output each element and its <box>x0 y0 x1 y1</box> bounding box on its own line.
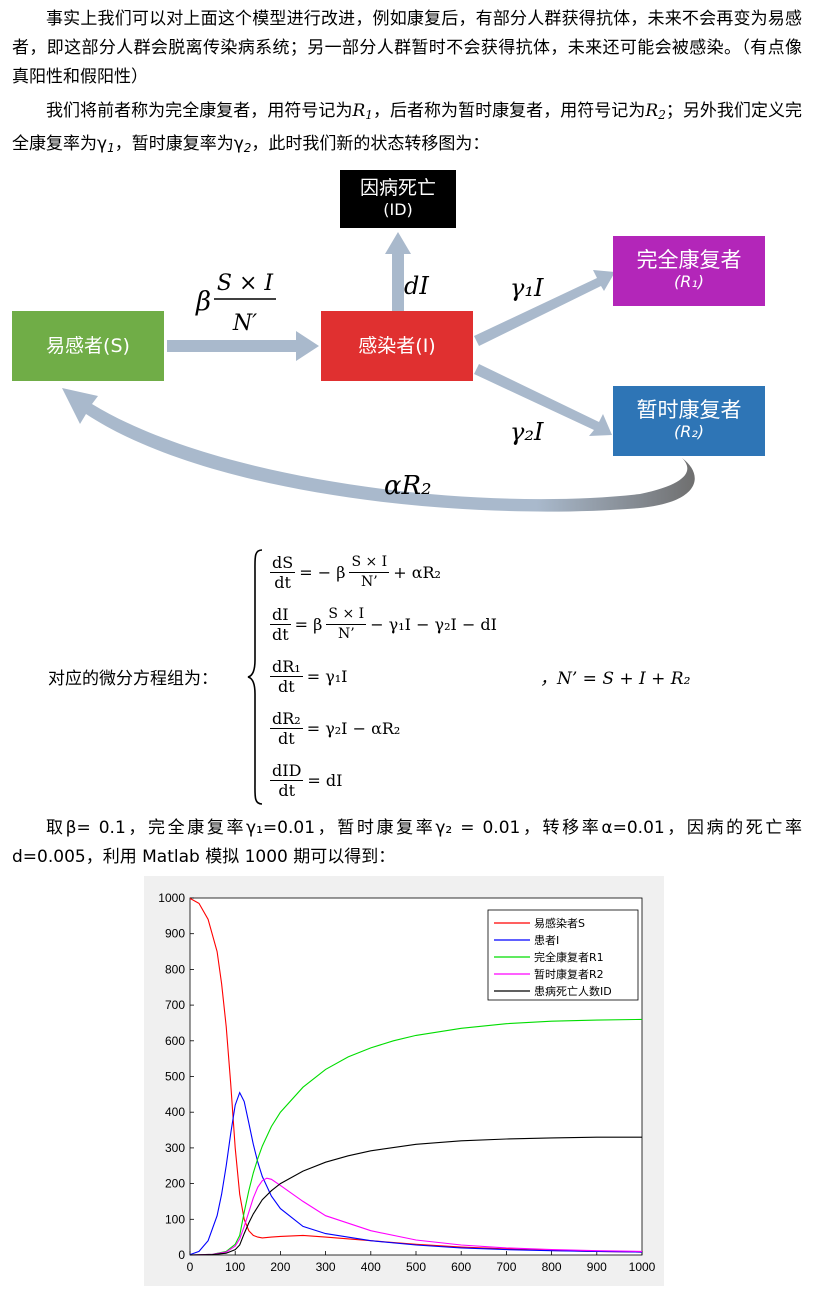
box-temp-recovered: 暂时康复者 (R₂) <box>613 386 765 456</box>
x-tick-label: 400 <box>361 1260 381 1274</box>
y-tick-label: 0 <box>178 1248 185 1262</box>
box-temp-line1: 暂时康复者 <box>636 398 742 422</box>
arrow-s-to-i <box>167 331 319 361</box>
box-death-line1: 因病死亡 <box>359 177 436 199</box>
box-temp-line2: (R₂) <box>673 422 704 441</box>
label-frac-den: N′ <box>232 311 257 336</box>
equations-intro: 对应的微分方程组为： <box>48 669 218 689</box>
y-tick-label: 700 <box>165 998 185 1012</box>
x-tick-label: 0 <box>187 1260 194 1274</box>
paragraph-definitions: 我们将前者称为完全康复者，用符号记为R1，后者称为暂时康复者，用符号记为R2；另… <box>12 97 802 163</box>
x-tick-label: 600 <box>451 1260 471 1274</box>
y-tick-label: 800 <box>165 962 185 976</box>
label-beta: β <box>195 287 211 317</box>
arrow-r2-to-s <box>62 388 695 512</box>
state-transition-diagram: β S × I N′ dI γ₁I γ₂I αR₂ <box>12 170 765 512</box>
y-tick-label: 300 <box>165 1141 185 1155</box>
chart-lines <box>189 897 643 1256</box>
p2-part1: 我们将前者称为完全康复者，用符号记为 <box>46 101 353 121</box>
box-infected: 感染者(I) <box>321 311 473 381</box>
legend-box <box>487 909 639 1001</box>
box-full-line1: 完全康复者 <box>636 248 742 272</box>
x-tick-label: 200 <box>270 1260 290 1274</box>
arrow-i-to-r2 <box>474 364 612 436</box>
box-full-recovered: 完全康复者 (R₁) <box>613 236 765 306</box>
x-tick-label: 300 <box>316 1260 336 1274</box>
legend-label: 完全康复者R1 <box>534 950 604 964</box>
box-infected-rect <box>321 311 473 381</box>
legend-label: 患者I <box>534 934 559 947</box>
equation-brace <box>247 549 263 805</box>
symbol-gamma1: γ1 <box>97 134 115 155</box>
x-tick-label: 100 <box>225 1260 245 1274</box>
p2-part3: ；另外我们定义完全康复率为 <box>12 101 803 154</box>
x-tick-label: 900 <box>587 1260 607 1274</box>
y-tick-label: 1000 <box>158 891 185 905</box>
p2-part2: ，后者称为暂时康复者，用符号记为 <box>372 101 646 121</box>
paragraph-parameters: 取β= 0.1，完全康复率γ₁=0.01，暂时康复率γ₂ = 0.01，转移率α… <box>12 818 802 867</box>
label-alpha-r2: αR₂ <box>384 471 432 501</box>
simulation-chart: 0 100 200 300 400 500 600 700 800 900 1000 0 100 200 3… <box>144 876 664 1286</box>
series-line-3 <box>189 1018 643 1256</box>
symbol-r2: R2 <box>645 101 666 122</box>
box-full-rect <box>613 236 765 306</box>
y-tick-label: 100 <box>165 1212 185 1226</box>
x-tick-label: 1000 <box>629 1260 656 1274</box>
x-tick-label: 800 <box>542 1260 562 1274</box>
legend-label: 暂时康复者R2 <box>534 967 604 981</box>
box-full-line2: (R₁) <box>673 272 704 291</box>
x-tick-label: 500 <box>406 1260 426 1274</box>
p2-part5: ，此时我们新的状态转移图为： <box>251 134 490 154</box>
paragraph-intro: 事实上我们可以对上面这个模型进行改进，例如康复后，有部分人群获得抗体，未来不会再… <box>12 9 802 87</box>
series-line-5 <box>189 1136 642 1256</box>
series-line-4 <box>189 1177 643 1256</box>
chart-ticks: 0 100 200 300 400 500 600 700 800 900 1000 0 100 200 3… <box>158 891 655 1274</box>
legend-label: 易感染者S <box>534 916 585 930</box>
box-death-line2: (ID) <box>383 200 413 219</box>
arrow-i-to-r1 <box>474 270 615 346</box>
box-infected-label: 感染者(I) <box>358 335 436 357</box>
x-tick-label: 700 <box>496 1260 516 1274</box>
y-tick-label: 600 <box>165 1034 185 1048</box>
label-di: dI <box>404 272 429 300</box>
y-tick-label: 900 <box>165 927 185 941</box>
box-susceptible: 易感者(S) <box>12 311 164 381</box>
chart-legend: 易感染者S 患者I 完全康复者R1 暂时康复者R2 患病死亡人数ID <box>487 909 639 1001</box>
series-line-1 <box>189 897 643 1253</box>
label-frac-num: S × I <box>217 271 274 296</box>
label-gamma1-i: γ₁I <box>510 274 544 302</box>
box-susceptible-label: 易感者(S) <box>46 335 130 357</box>
series-line-2 <box>189 1091 643 1256</box>
equation-side-note: ，N’ = S + I + R₂ <box>540 669 691 689</box>
box-temp-rect <box>613 386 765 456</box>
box-death-rect <box>340 170 456 228</box>
y-tick-label: 400 <box>165 1105 185 1119</box>
arrow-i-to-id <box>385 232 411 312</box>
y-tick-label: 500 <box>165 1070 185 1084</box>
y-tick-label: 200 <box>165 1177 185 1191</box>
symbol-r1: R1 <box>352 101 373 122</box>
box-death: 因病死亡 (ID) <box>340 170 456 228</box>
box-susceptible-rect <box>12 311 164 381</box>
symbol-gamma2: γ2 <box>233 134 252 155</box>
p2-part4: ，暂时康复率为 <box>114 134 234 154</box>
label-gamma2-i: γ₂I <box>510 418 544 446</box>
legend-label: 患病死亡人数ID <box>534 984 612 998</box>
